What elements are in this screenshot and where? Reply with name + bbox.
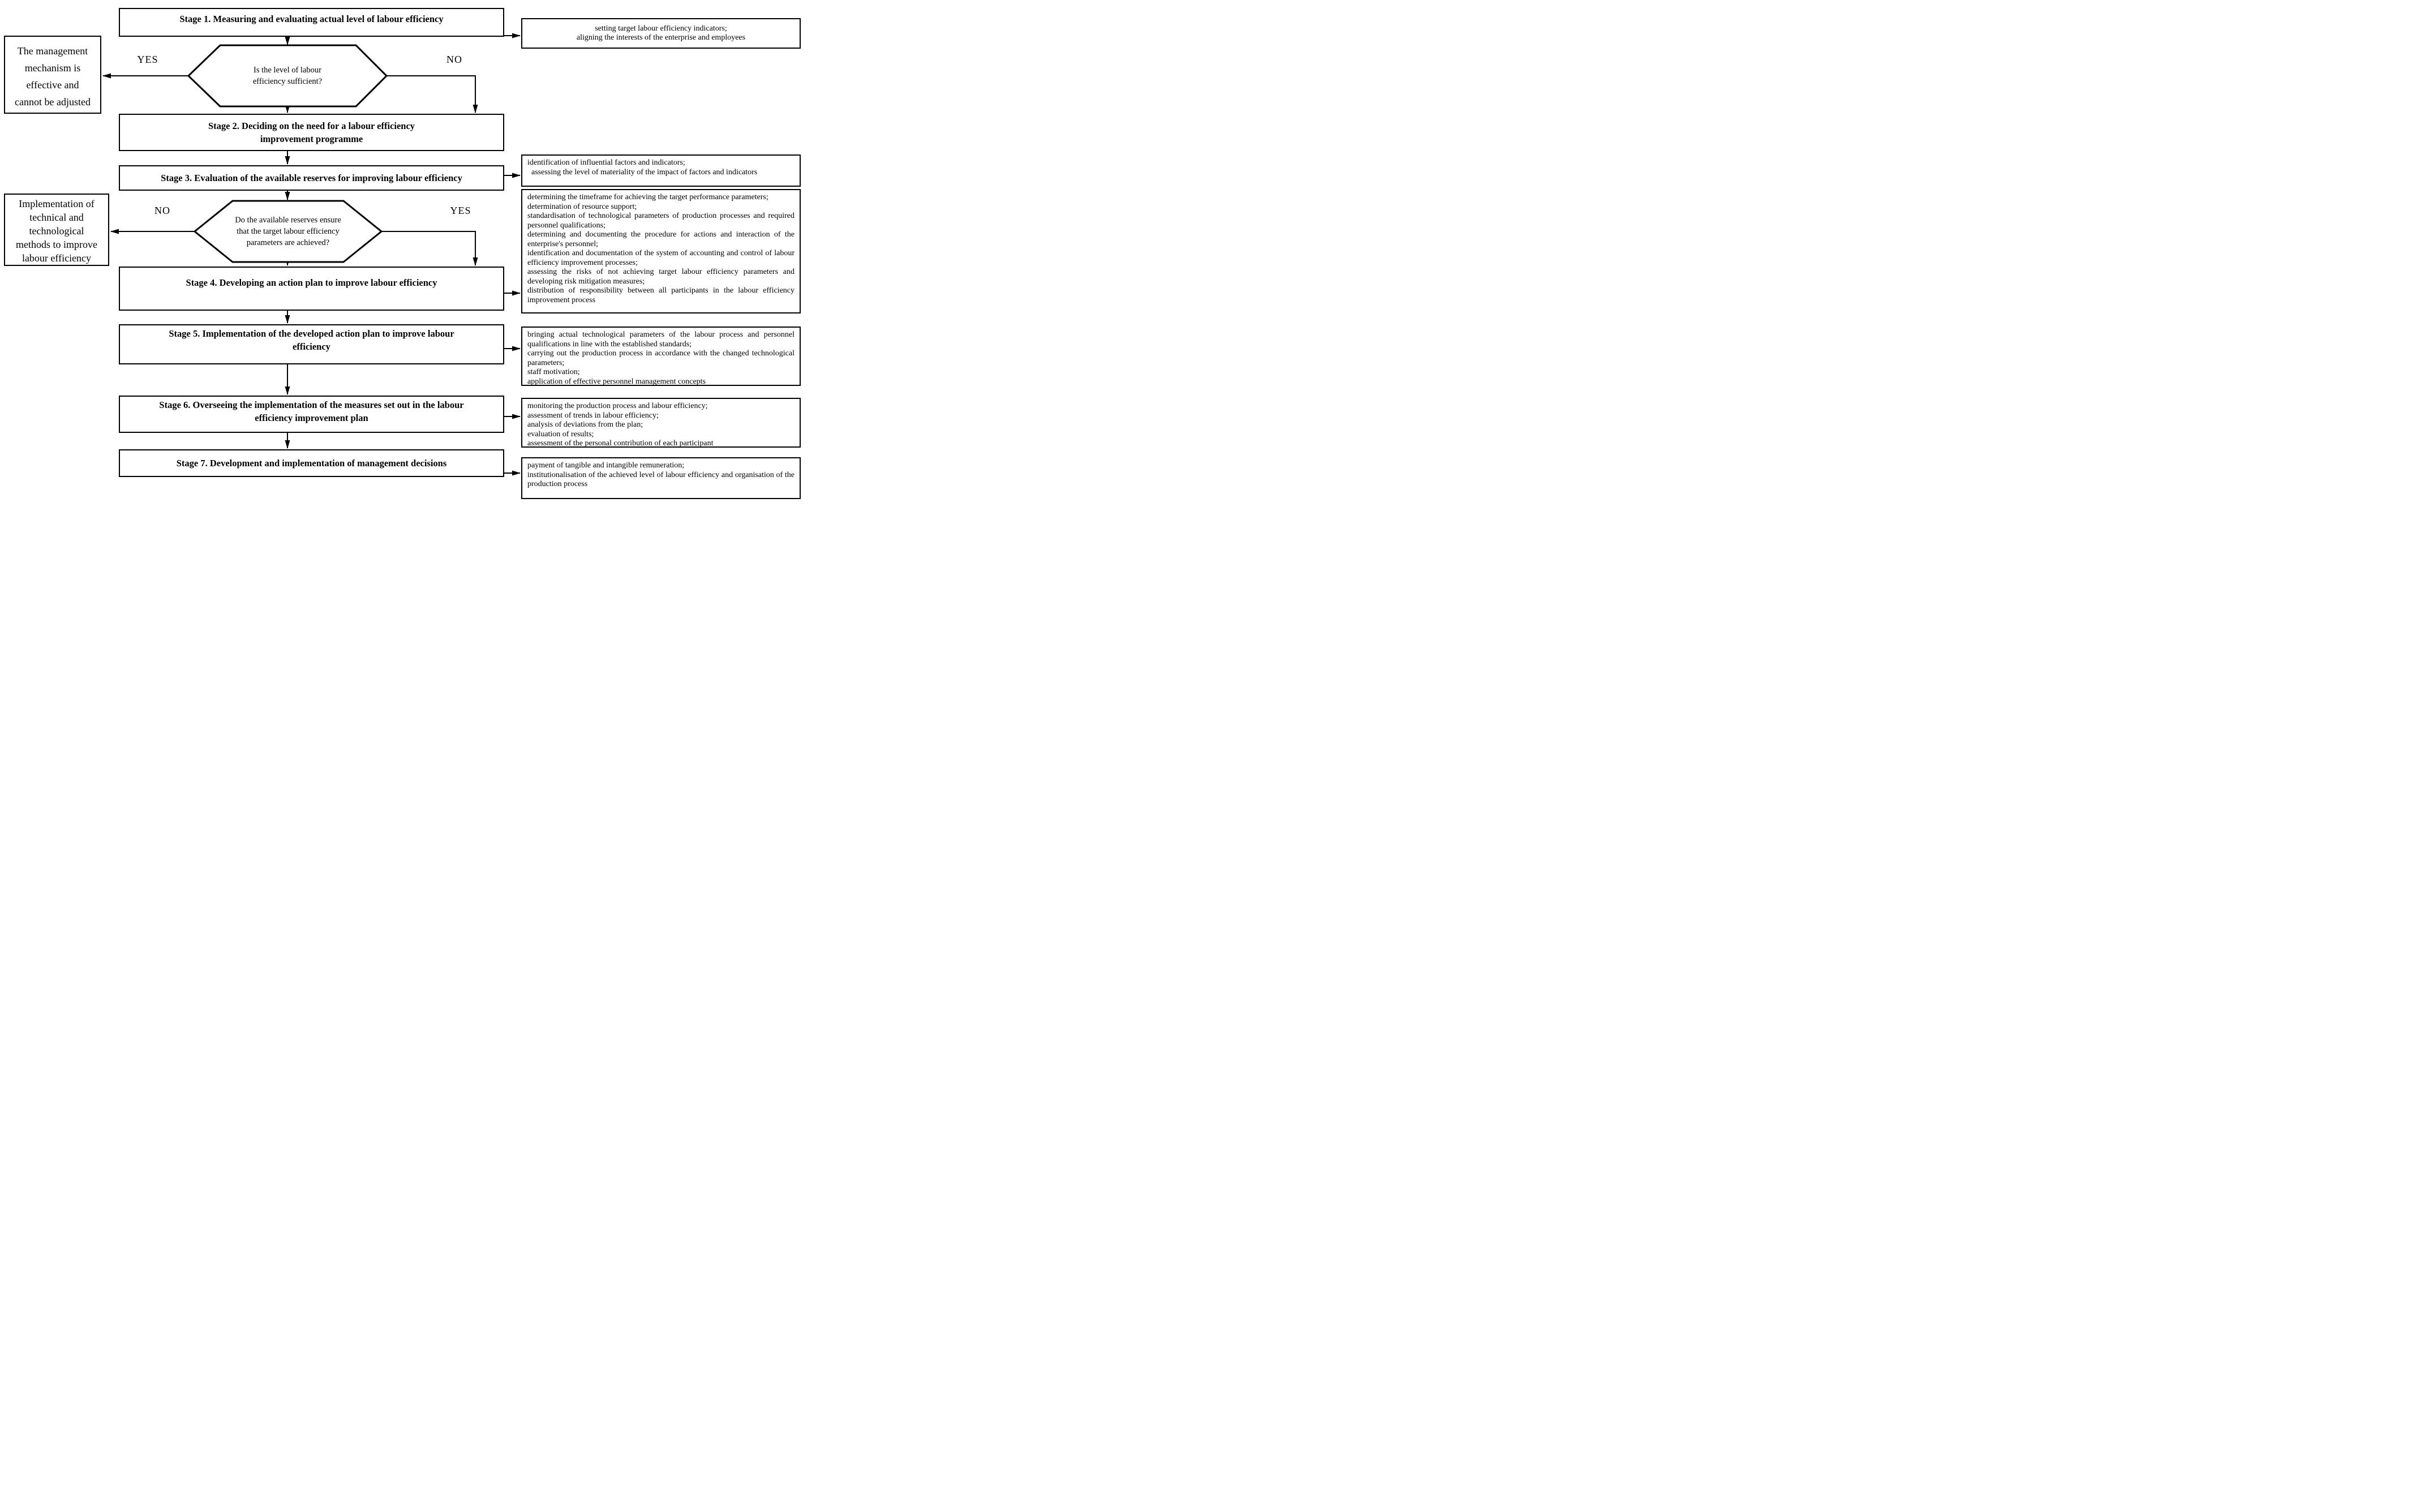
labour-efficiency-flowchart: Stage 1. Measuring and evaluating actual… bbox=[0, 0, 803, 504]
stage-box-7: Stage 7. Development and implementation … bbox=[119, 449, 504, 477]
stage-box-1: Stage 1. Measuring and evaluating actual… bbox=[119, 8, 504, 37]
annotation-box-stage4: determining the timeframe for achieving … bbox=[521, 189, 801, 313]
decision-question-2: Do the available reserves ensure that th… bbox=[235, 216, 341, 247]
annotation-box-stage3: identification of influential factors an… bbox=[521, 154, 801, 187]
annotation-box-stage6: monitoring the production process and la… bbox=[521, 398, 801, 448]
arrow-decision2-yes-to-stage4 bbox=[381, 231, 478, 266]
hexagon-shape-2 bbox=[193, 200, 383, 263]
annotation-box-stage7: payment of tangible and intangible remun… bbox=[521, 457, 801, 499]
stage-box-3: Stage 3. Evaluation of the available res… bbox=[119, 165, 504, 191]
no-label-decision2: NO bbox=[154, 205, 170, 216]
no-label-decision1: NO bbox=[446, 54, 462, 65]
yes-label-decision1: YES bbox=[137, 54, 158, 65]
stage-box-5: Stage 5. Implementation of the developed… bbox=[119, 324, 504, 364]
hexagon-shape-1 bbox=[187, 44, 388, 108]
outcome-box-management-effective: The management mechanism is effective an… bbox=[4, 36, 101, 114]
annotation-box-stage1: setting target labour efficiency indicat… bbox=[521, 18, 801, 49]
stage-box-2: Stage 2. Deciding on the need for a labo… bbox=[119, 114, 504, 151]
decision-question-1: Is the level of labour efficiency suffic… bbox=[252, 66, 323, 86]
outcome-box-technical-methods: Implementation of technical and technolo… bbox=[4, 194, 109, 266]
stage-box-4: Stage 4. Developing an action plan to im… bbox=[119, 267, 504, 311]
arrow-decision1-no-to-stage2 bbox=[387, 75, 478, 113]
decision-hexagon-2: Do the available reserves ensure that th… bbox=[193, 200, 383, 263]
annotation-box-stage5: bringing actual technological parameters… bbox=[521, 327, 801, 386]
yes-label-decision2: YES bbox=[450, 205, 471, 216]
decision-hexagon-1: Is the level of labour efficiency suffic… bbox=[187, 44, 388, 108]
stage-box-6: Stage 6. Overseeing the implementation o… bbox=[119, 396, 504, 433]
